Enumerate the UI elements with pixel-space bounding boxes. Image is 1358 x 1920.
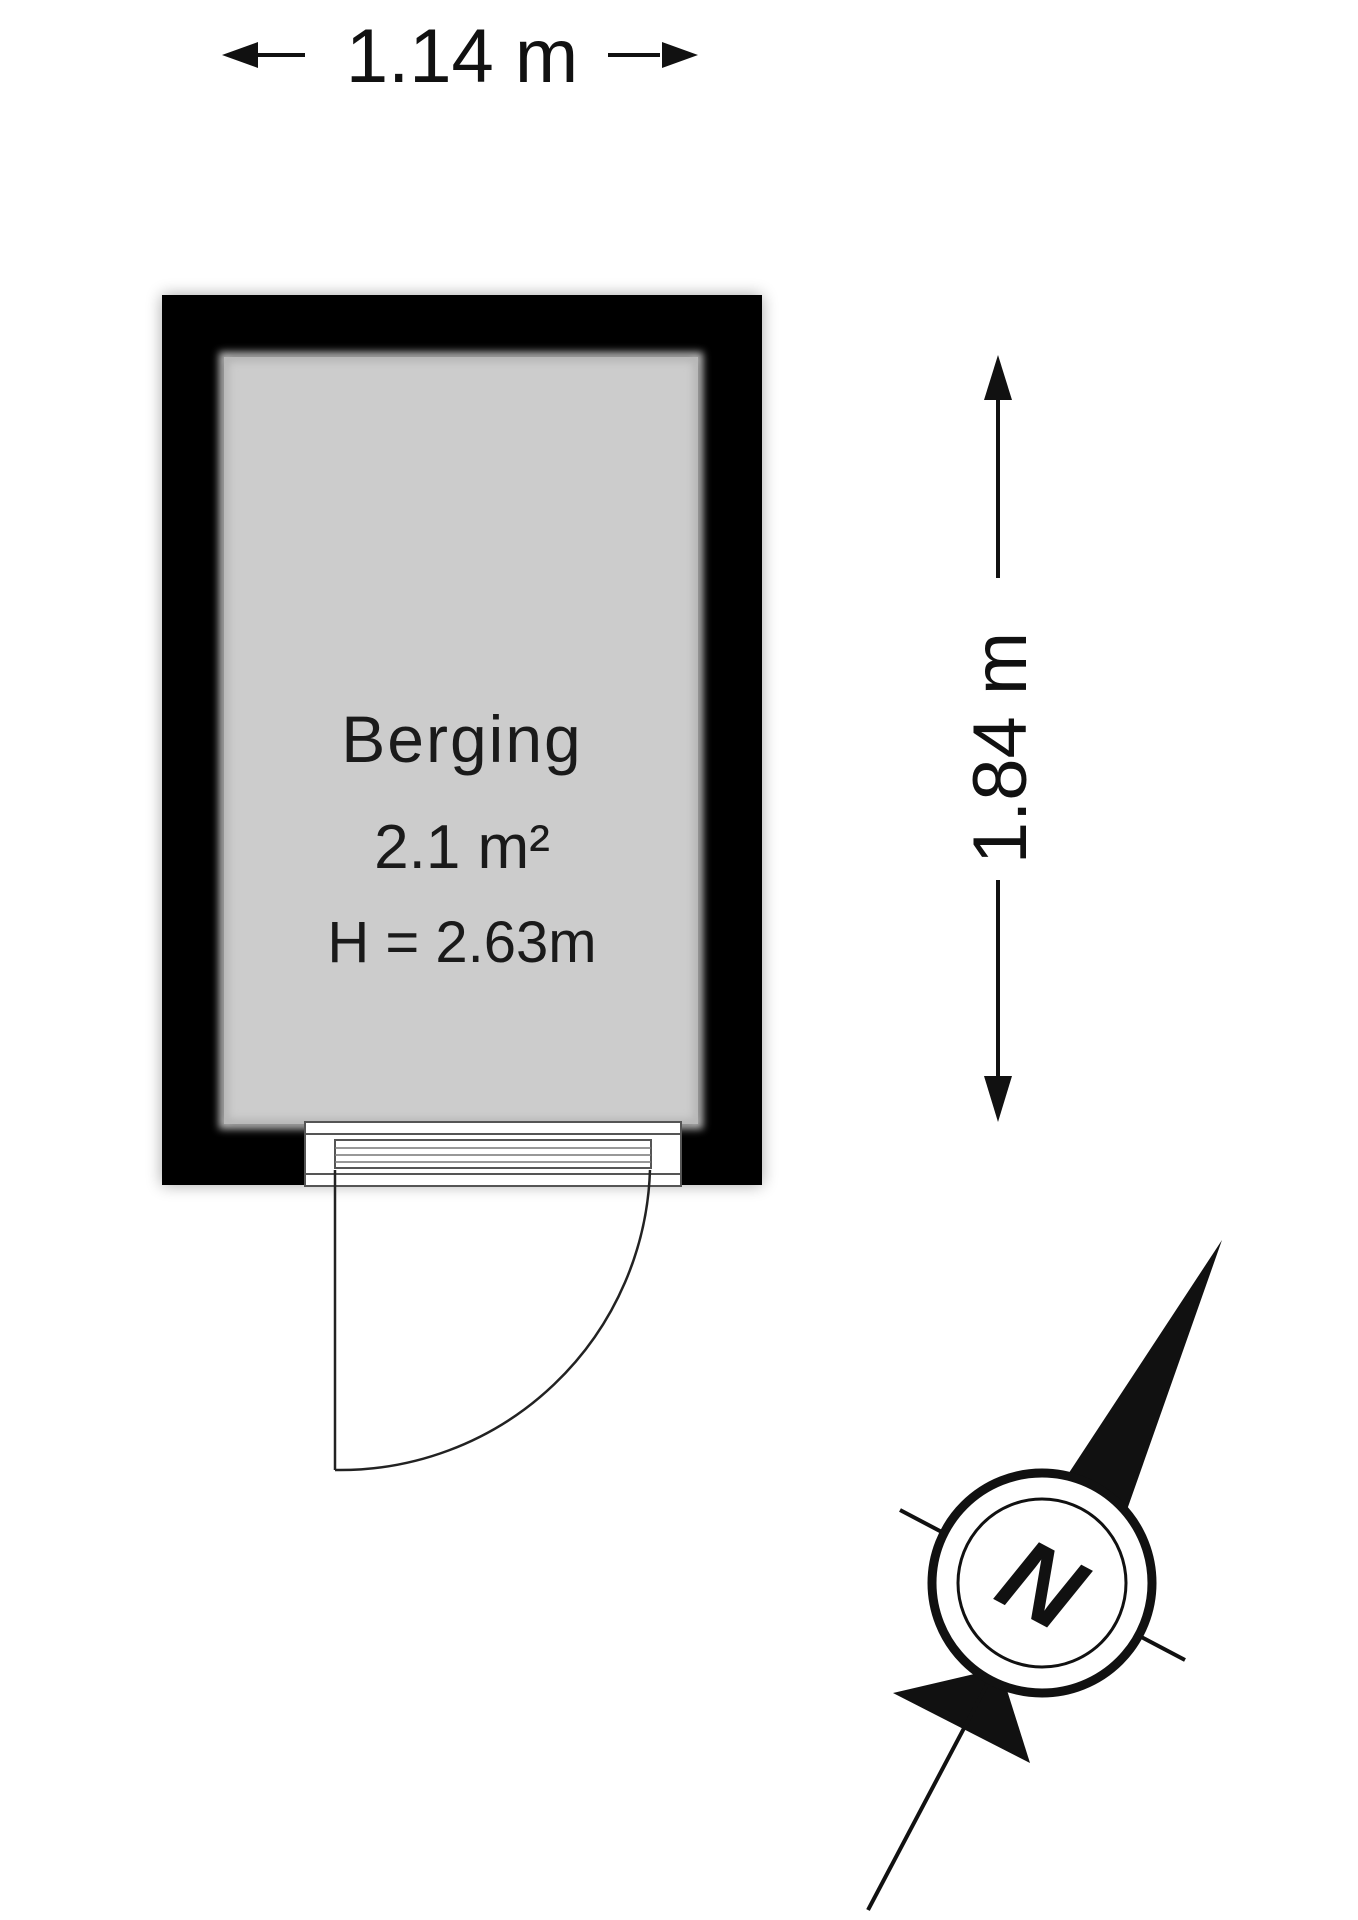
height-arrow-bottom xyxy=(984,880,1012,1122)
width-arrow-right xyxy=(608,42,698,68)
width-dimension: 1.14 m xyxy=(222,14,698,99)
room-area: 2.1 m² xyxy=(374,813,550,882)
room-label: Berging 2.1 m² H = 2.63m xyxy=(327,702,596,975)
compass-rose: N xyxy=(866,1240,1222,1911)
height-label: 1.84 m xyxy=(958,632,1043,864)
compass-needle-south xyxy=(893,1668,1030,1763)
width-label: 1.14 m xyxy=(346,14,578,99)
height-dimension: 1.84 m xyxy=(958,355,1043,1122)
room-name: Berging xyxy=(341,702,583,776)
width-arrow-left xyxy=(222,42,305,68)
height-arrow-top xyxy=(984,355,1012,578)
room-ceiling-height: H = 2.63m xyxy=(327,910,596,975)
door-swing xyxy=(333,1169,652,1472)
room-floor xyxy=(224,357,698,1124)
door-opening xyxy=(304,1121,682,1187)
